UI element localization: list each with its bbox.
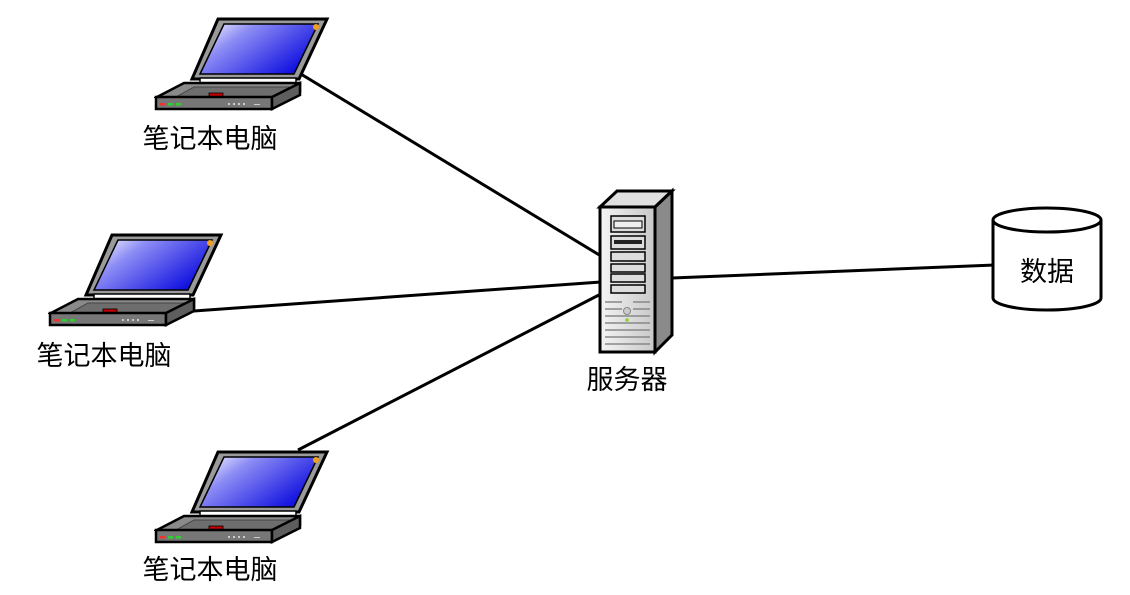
laptop-label-1: 笔记本电脑: [142, 124, 278, 155]
connection-laptop3-server: [297, 278, 629, 452]
laptop-label-2: 笔记本电脑: [36, 341, 172, 372]
server-icon[interactable]: [596, 187, 676, 356]
connection-laptop1-server: [257, 46, 602, 258]
laptop-icon-1[interactable]: [156, 19, 327, 109]
connection-laptop2-server: [179, 280, 602, 314]
connection-server-database: [671, 263, 996, 280]
database-label: 数据: [1020, 257, 1074, 288]
server-label: 服务器: [586, 365, 668, 396]
laptop-icon-3[interactable]: [156, 452, 327, 542]
database-icon[interactable]: [991, 206, 1103, 312]
laptop-label-3: 笔记本电脑: [142, 555, 278, 586]
